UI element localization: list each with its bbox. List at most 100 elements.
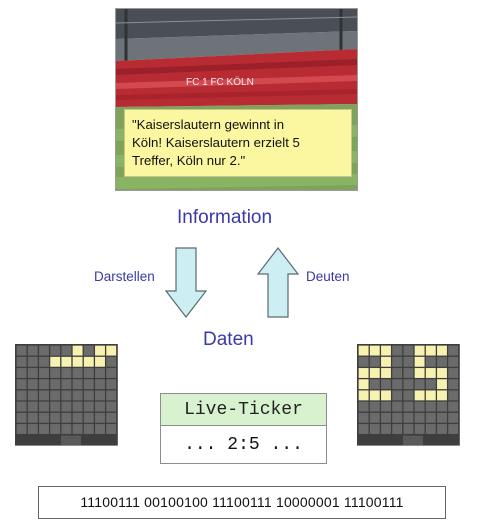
led-off [414,379,425,390]
quote-line: "Kaiserslautern gewinnt in [132,117,285,132]
live-ticker-value: ... 2:5 ... [160,426,327,464]
led-off [83,390,94,401]
led-off [106,412,117,423]
led-off [95,424,105,434]
led-off [392,356,403,367]
led-off [437,356,447,367]
led-on [414,390,425,401]
led-off [358,401,369,412]
led-off [448,424,459,434]
led-off [437,424,447,434]
led-on [369,368,380,378]
led-off [39,424,49,434]
led-off [50,368,61,378]
led-on [61,356,72,367]
led-off [27,424,38,434]
led-off [106,390,117,401]
led-off [16,412,27,423]
led-off [27,356,38,367]
led-on [381,356,391,367]
led-off [50,424,61,434]
led-off [369,424,380,434]
led-off [381,412,391,423]
led-off [403,412,414,423]
led-off [448,356,459,367]
led-off [392,424,403,434]
led-off [358,356,369,367]
led-on [381,345,391,356]
led-off [61,345,72,356]
led-off [27,379,38,390]
board-stand [61,435,81,446]
led-off [16,379,27,390]
led-on [414,368,425,378]
led-on [437,345,447,356]
led-on [72,345,83,356]
led-off [448,379,459,390]
led-off [437,412,447,423]
led-scoreboard-right [357,344,460,446]
led-off [403,424,414,434]
led-off [381,401,391,412]
daten-label: Daten [203,329,254,350]
led-off [16,401,27,412]
led-off [403,390,414,401]
led-off [27,368,38,378]
led-off [95,412,105,423]
led-off [16,424,27,434]
svg-text:FC 1 FC KÖLN: FC 1 FC KÖLN [186,76,254,88]
led-off [16,345,27,356]
led-off [381,379,391,390]
led-off [61,412,72,423]
led-off [403,379,414,390]
led-off [27,390,38,401]
led-off [39,368,49,378]
led-off [403,401,414,412]
led-off [16,390,27,401]
led-off [392,368,403,378]
led-off [16,368,27,378]
quote-line: Treffer, Köln nur 2." [132,153,246,168]
headline-quote-box: "Kaiserslautern gewinnt in Köln! Kaisers… [124,109,352,177]
led-off [16,356,27,367]
darstellen-label: Darstellen [94,269,155,284]
information-label: Information [177,207,273,228]
led-off [83,424,94,434]
led-off [358,412,369,423]
led-on [50,356,61,367]
led-off [414,424,425,434]
led-on [381,390,391,401]
led-off [39,356,49,367]
led-off [72,390,83,401]
led-off [392,412,403,423]
led-on [414,356,425,367]
led-off [369,379,380,390]
led-off [72,424,83,434]
led-off [448,390,459,401]
led-on [358,345,369,356]
binary-data-box: 11100111 00100100 11100111 10000001 1110… [38,486,446,519]
down-arrow-icon [164,247,208,318]
quote-line: Köln! Kaiserslautern erzielt 5 [132,135,300,150]
led-on [358,390,369,401]
led-off [95,379,105,390]
led-off [425,412,436,423]
led-off [72,412,83,423]
led-off [425,424,436,434]
led-on [437,368,447,378]
led-off [61,401,72,412]
led-off [50,379,61,390]
led-off [392,345,403,356]
led-off [95,368,105,378]
led-off [61,368,72,378]
led-off [403,345,414,356]
led-off [50,345,61,356]
led-on [425,345,436,356]
led-on [358,368,369,378]
led-off [448,401,459,412]
led-on [95,345,105,356]
led-off [403,368,414,378]
led-on [83,356,94,367]
led-on [414,345,425,356]
led-off [425,379,436,390]
